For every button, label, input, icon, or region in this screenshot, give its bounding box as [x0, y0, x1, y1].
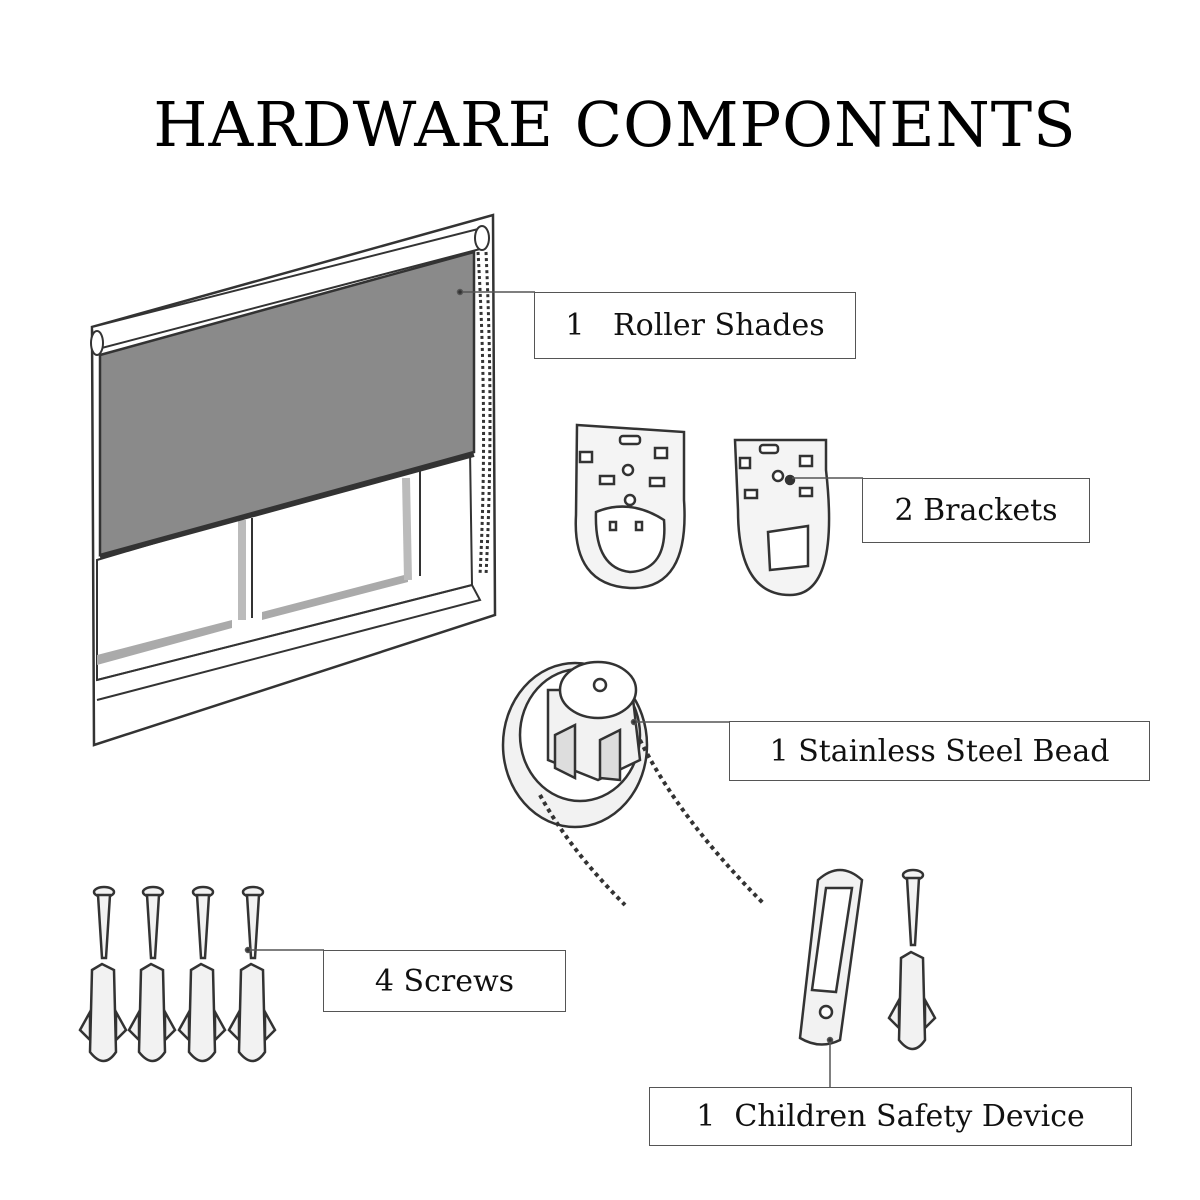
label-brackets: 2 Brackets [862, 478, 1090, 543]
label-roller-shades: 1 Roller Shades [534, 292, 856, 359]
label-screws: 4 Screws [323, 950, 566, 1012]
bracket-right-drawing [733, 438, 831, 597]
diagram-title: HARDWARE COMPONENTS [153, 88, 1077, 161]
label-stainless-steel-bead: 1 Stainless Steel Bead [729, 721, 1150, 781]
bracket-left-drawing [574, 423, 686, 590]
label-children-safety-device: 1 Children Safety Device [649, 1087, 1132, 1146]
safety-device-drawing [798, 868, 937, 1051]
screws-drawing [78, 885, 277, 1063]
clutch-bead-drawing [501, 660, 767, 907]
leader-lines [244, 288, 863, 1088]
roller-shade-drawing [90, 213, 497, 747]
